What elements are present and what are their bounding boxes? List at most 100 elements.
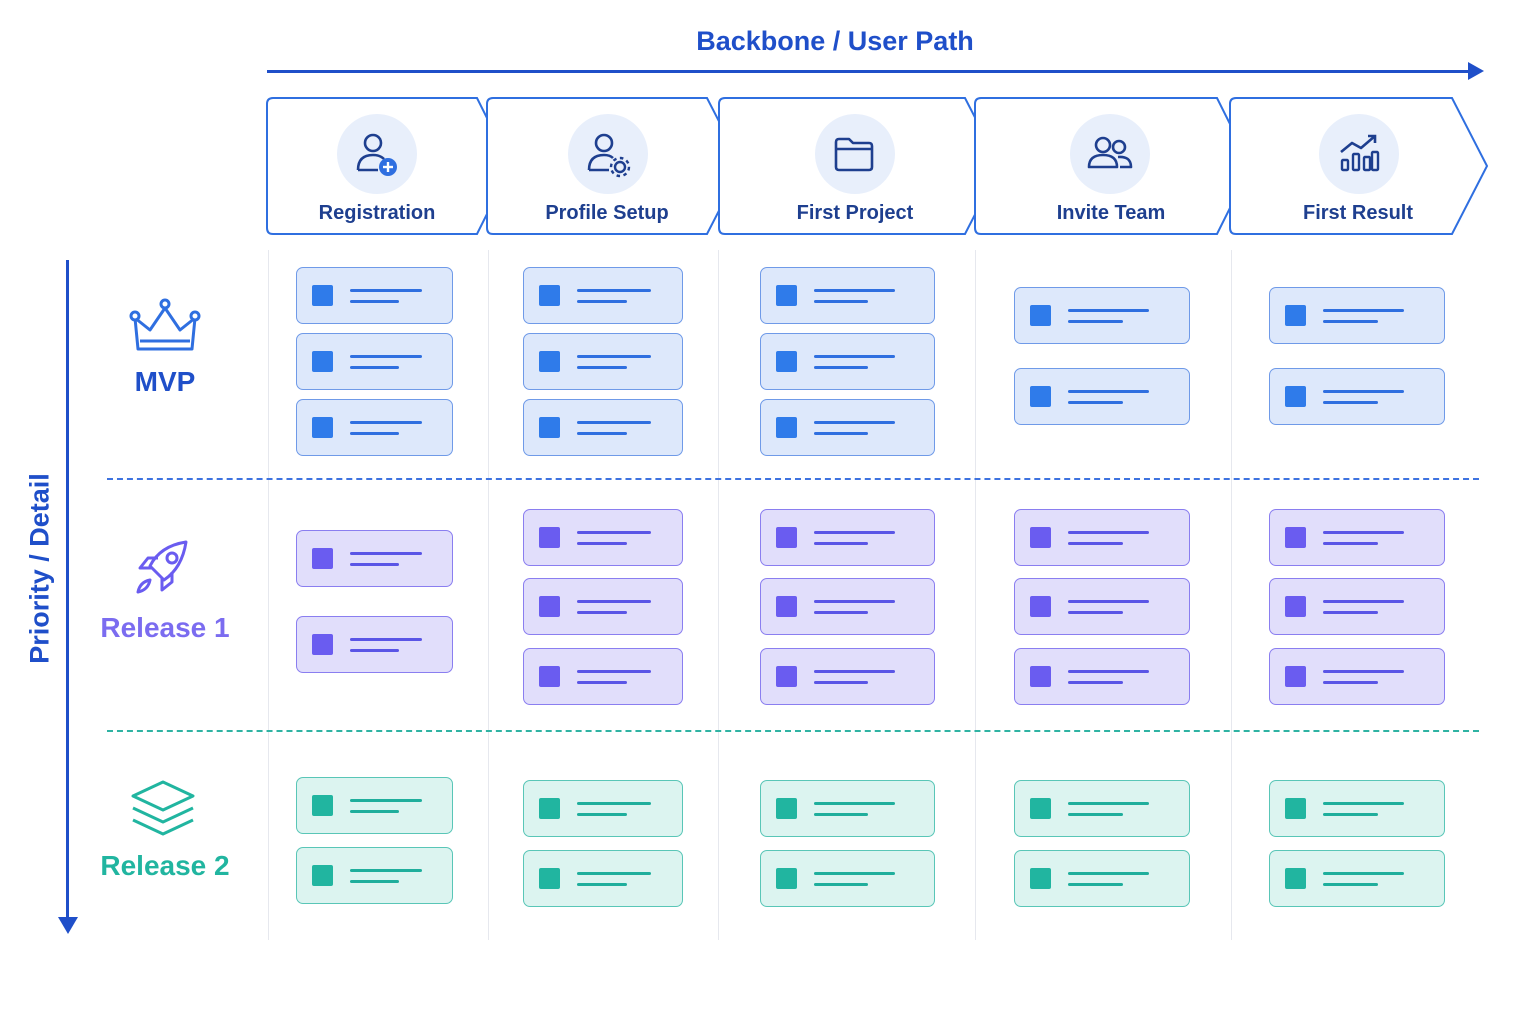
card-text-line [577, 813, 627, 816]
card-text-line [1323, 401, 1378, 404]
story-card[interactable] [1269, 648, 1445, 705]
card-text-line [577, 681, 627, 684]
story-card[interactable] [760, 509, 935, 566]
story-card[interactable] [1014, 850, 1190, 907]
card-square-icon [312, 285, 333, 306]
story-card[interactable] [1269, 850, 1445, 907]
card-text-line [1323, 320, 1378, 323]
priority-axis-text: Priority / Detail [24, 473, 55, 664]
card-square-icon [312, 417, 333, 438]
card-square-icon [539, 285, 560, 306]
card-text-line [814, 421, 895, 424]
card-text-line [1068, 813, 1123, 816]
card-text-line [350, 799, 422, 802]
rocket-icon [136, 540, 188, 594]
story-card[interactable] [523, 509, 683, 566]
story-card[interactable] [1269, 368, 1445, 425]
story-card[interactable] [523, 648, 683, 705]
layers-icon [131, 780, 195, 836]
user-settings-icon [568, 114, 648, 194]
card-text-line [577, 872, 651, 875]
card-text-line [350, 649, 399, 652]
story-card[interactable] [296, 399, 453, 456]
story-card[interactable] [296, 616, 453, 673]
activity-label-registration: Registration [318, 202, 436, 224]
story-card[interactable] [1269, 578, 1445, 635]
card-text-line [350, 366, 399, 369]
card-text-line [1068, 320, 1123, 323]
story-card[interactable] [523, 267, 683, 324]
story-card[interactable] [523, 578, 683, 635]
story-card[interactable] [1269, 780, 1445, 837]
story-card[interactable] [523, 850, 683, 907]
card-square-icon [1030, 596, 1051, 617]
story-card[interactable] [1014, 368, 1190, 425]
story-card[interactable] [760, 578, 935, 635]
card-text-line [577, 883, 627, 886]
card-square-icon [1285, 868, 1306, 889]
story-card[interactable] [296, 847, 453, 904]
card-text-line [1068, 883, 1123, 886]
release-divider [107, 730, 1479, 732]
column-separator [488, 250, 489, 940]
release-label-release-2: Release 2 [100, 850, 230, 881]
chart-up-icon [1319, 114, 1399, 194]
story-card[interactable] [1269, 287, 1445, 344]
story-card[interactable] [296, 777, 453, 834]
story-card[interactable] [760, 780, 935, 837]
card-text-line [1068, 390, 1149, 393]
story-card[interactable] [1014, 780, 1190, 837]
card-text-line [577, 611, 627, 614]
backbone-arrow-line [267, 70, 1473, 73]
folder-icon [815, 114, 895, 194]
story-card[interactable] [523, 780, 683, 837]
card-square-icon [1285, 596, 1306, 617]
story-card[interactable] [296, 333, 453, 390]
activity-label-invite-team: Invite Team [1056, 202, 1166, 224]
card-text-line [814, 531, 895, 534]
story-card[interactable] [760, 399, 935, 456]
card-square-icon [776, 596, 797, 617]
priority-arrow-line [66, 260, 69, 920]
column-separator [1231, 250, 1232, 940]
story-card[interactable] [296, 267, 453, 324]
mvp-release-divider [107, 478, 1479, 480]
priority-arrow-head [58, 917, 78, 934]
card-text-line [1068, 542, 1123, 545]
card-square-icon [776, 285, 797, 306]
story-card[interactable] [760, 333, 935, 390]
users-icon [1070, 114, 1150, 194]
crown-icon [129, 298, 201, 351]
card-text-line [814, 289, 895, 292]
story-card[interactable] [760, 648, 935, 705]
card-text-line [1323, 872, 1404, 875]
story-card[interactable] [1014, 648, 1190, 705]
story-card[interactable] [296, 530, 453, 587]
story-card[interactable] [1269, 509, 1445, 566]
story-card[interactable] [523, 399, 683, 456]
story-card[interactable] [1014, 578, 1190, 635]
story-card[interactable] [760, 850, 935, 907]
card-text-line [814, 802, 895, 805]
card-text-line [1068, 802, 1149, 805]
card-square-icon [776, 798, 797, 819]
story-card[interactable] [1014, 287, 1190, 344]
story-card[interactable] [523, 333, 683, 390]
card-text-line [814, 432, 868, 435]
card-square-icon [1030, 868, 1051, 889]
card-text-line [1323, 681, 1378, 684]
card-text-line [577, 432, 627, 435]
activity-label-first-result: First Result [1302, 202, 1414, 224]
story-card[interactable] [1014, 509, 1190, 566]
card-text-line [350, 355, 422, 358]
card-text-line [814, 542, 868, 545]
card-square-icon [776, 527, 797, 548]
card-text-line [350, 869, 422, 872]
card-text-line [1323, 611, 1378, 614]
card-square-icon [312, 351, 333, 372]
story-card[interactable] [760, 267, 935, 324]
backbone-title: Backbone / User Path [696, 26, 974, 56]
release-label-mvp: MVP [134, 366, 196, 397]
card-square-icon [776, 417, 797, 438]
card-text-line [577, 670, 651, 673]
